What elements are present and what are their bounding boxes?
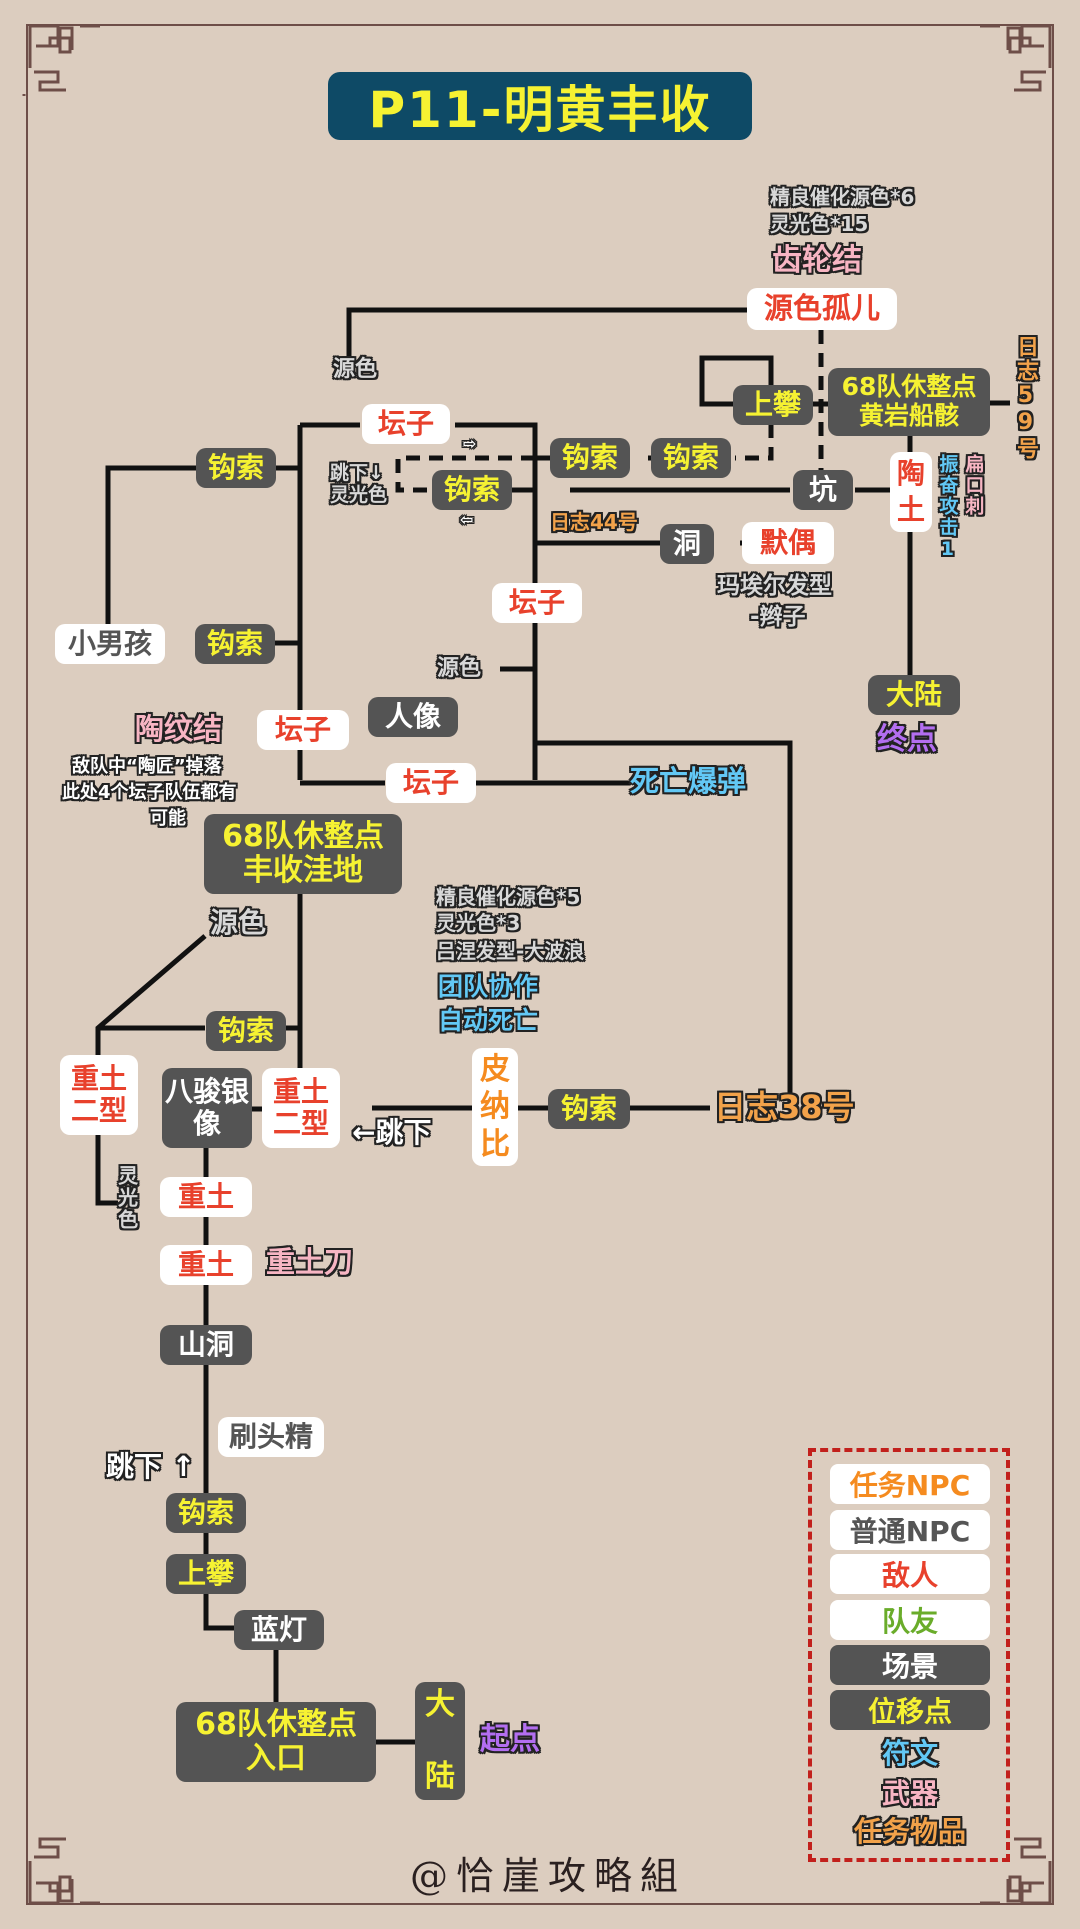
rune-teamwork[interactable]: 团队协作 (438, 972, 539, 1001)
rest-point-name: 丰收洼地 (243, 853, 363, 888)
rune-death-bomb[interactable]: 死亡爆弹 (630, 764, 747, 798)
quest-item-log38[interactable]: 日志38号 (714, 1088, 855, 1126)
move-point-hook[interactable]: 钩索 (651, 438, 731, 478)
end-label: 终点 (877, 722, 937, 757)
move-point-hook[interactable]: 钩索 (206, 1011, 286, 1051)
corner-ornament-icon (980, 1837, 1052, 1905)
reward-note: 灵光色*15 (770, 212, 869, 236)
move-point-hook[interactable]: 钩索 (550, 438, 630, 478)
move-point-hook[interactable]: 钩索 (166, 1493, 246, 1533)
scene-mainland-end[interactable]: 大陆 (868, 675, 960, 715)
npc-little-boy[interactable]: 小男孩 (55, 624, 165, 664)
rest-point-title: 68队休整点 (222, 818, 384, 854)
rest-point-fengshou[interactable]: 68队休整点 丰收洼地 (204, 814, 402, 894)
corner-ornament-icon (22, 24, 100, 96)
quest-npc-pinabi[interactable]: 皮纳比 (472, 1048, 518, 1166)
drop-note: 可能 (150, 808, 186, 829)
weapon-biankouci[interactable]: 扁口刺 (962, 454, 985, 517)
move-point-hook[interactable]: 钩索 (548, 1089, 630, 1129)
legend-ally: 队友 (830, 1600, 990, 1640)
reward-note: 精良催化源色*5 (436, 885, 581, 909)
item-lingguangse[interactable]: 灵光色 (114, 1165, 139, 1231)
scene-blue-lamp[interactable]: 蓝灯 (234, 1610, 324, 1650)
scene-bajun-statue[interactable]: 八骏银像 (162, 1068, 252, 1148)
item-yuanse[interactable]: 源色 (437, 656, 482, 681)
weapon-zhongtudao[interactable]: 重土刀 (266, 1245, 354, 1279)
enemy-zhongtu-type2[interactable]: 重土二型 (60, 1055, 138, 1135)
quest-item-log59[interactable]: 日志59号 (1012, 335, 1038, 461)
enemy-taotu[interactable]: 陶土 (890, 452, 932, 532)
enemy-tanzi[interactable]: 坛子 (386, 763, 476, 803)
move-point-hook[interactable]: 钩索 (195, 624, 275, 664)
legend-quest-npc: 任务NPC (830, 1464, 990, 1504)
rest-point-title: 68队休整点 (195, 1706, 357, 1742)
jump-down-arrow: ←跳下 (352, 1116, 432, 1149)
arrow-right-icon: ⇨ (463, 434, 477, 453)
corner-ornament-icon (980, 24, 1052, 92)
scene-statue[interactable]: 人像 (368, 697, 458, 737)
reward-note: 精良催化源色*6 (770, 185, 915, 209)
move-point-climb[interactable]: 上攀 (166, 1554, 246, 1594)
rest-point-entry[interactable]: 68队休整点 入口 (176, 1702, 376, 1782)
drop-note: 敌队中“陶匠”掉落 (72, 756, 222, 777)
page-title: P11-明黄丰收 (328, 72, 752, 140)
scene-mountain-cave[interactable]: 山洞 (160, 1325, 252, 1365)
hair-reward: 玛埃尔发型 (717, 573, 832, 599)
quest-item-log44[interactable]: 日志44号 (550, 510, 638, 534)
weapon-taowenjie[interactable]: 陶纹结 (135, 712, 223, 746)
enemy-yuanse-guer[interactable]: 源色孤儿 (747, 288, 897, 330)
weapon-chilunjie[interactable]: 齿轮结 (772, 243, 862, 278)
legend-scene: 场景 (830, 1645, 990, 1685)
item-yuanse[interactable]: 源色 (210, 906, 267, 939)
rest-point-name: 黄岩船骸 (858, 401, 959, 430)
scene-mainland-start[interactable]: 大陆 (415, 1682, 465, 1800)
reward-note: 吕涅发型-大波浪 (436, 939, 585, 963)
start-label: 起点 (480, 1722, 540, 1757)
enemy-mouou[interactable]: 默偶 (742, 522, 834, 564)
reward-note: 灵光色*3 (436, 911, 521, 935)
item-yuanse[interactable]: 源色 (333, 357, 378, 382)
rune-zhenfen[interactable]: 振奋攻击1 (936, 454, 959, 562)
jump-down-note: 跳下↓ 灵光色 (330, 462, 388, 507)
legend-normal-npc: 普通NPC (830, 1510, 990, 1550)
legend-enemy: 敌人 (830, 1554, 990, 1594)
move-point-climb[interactable]: 上攀 (733, 385, 813, 425)
legend-quest-item: 任务物品 (853, 1815, 966, 1848)
enemy-zhongtu[interactable]: 重土 (160, 1177, 252, 1217)
rest-point-huangyan[interactable]: 68队休整点 黄岩船骸 (828, 368, 990, 436)
enemy-tanzi[interactable]: 坛子 (492, 583, 582, 623)
scene-cave[interactable]: 洞 (660, 524, 714, 564)
rune-auto-death[interactable]: 自动死亡 (438, 1006, 539, 1035)
arrow-left-icon: ⇦ (460, 510, 474, 529)
corner-ornament-icon (28, 1837, 100, 1905)
legend-rune: 符文 (881, 1737, 938, 1770)
rest-point-title: 68队休整点 (841, 372, 977, 402)
move-point-hook[interactable]: 钩索 (196, 448, 276, 488)
legend-move-point: 位移点 (830, 1690, 990, 1730)
enemy-tanzi[interactable]: 坛子 (362, 404, 450, 444)
enemy-zhongtu[interactable]: 重土 (160, 1245, 252, 1285)
drop-note: 此处4个坛子队伍都有 (62, 782, 237, 803)
legend-weapon: 武器 (881, 1777, 938, 1810)
enemy-zhongtu-type2[interactable]: 重土二型 (262, 1068, 340, 1148)
rest-point-name: 入口 (246, 1741, 306, 1776)
hair-reward: -辫子 (750, 604, 806, 630)
jump-down-up-arrow: 跳下 ↑ (106, 1450, 196, 1483)
move-point-hook[interactable]: 钩索 (432, 470, 512, 510)
credit-watermark: @恰崖攻略組 (410, 1854, 687, 1898)
legend: 任务NPC 普通NPC 敌人 队友 场景 位移点 符文 武器 任务物品 (808, 1448, 1010, 1862)
enemy-tanzi[interactable]: 坛子 (257, 710, 349, 750)
npc-shuatoujing[interactable]: 刷头精 (218, 1417, 324, 1457)
scene-pit[interactable]: 坑 (793, 470, 853, 510)
